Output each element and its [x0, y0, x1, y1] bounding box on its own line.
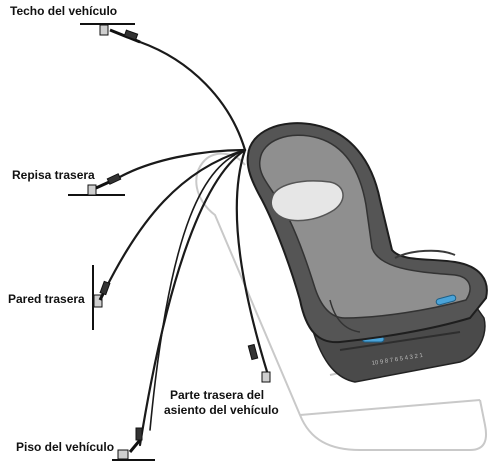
- label-vehicle-roof: Techo del vehículo: [10, 4, 117, 18]
- tether-straps: [105, 42, 268, 445]
- label-vehicle-floor: Piso del vehículo: [16, 440, 114, 454]
- label-seat-back-line2: asiento del vehículo: [164, 403, 279, 417]
- roof-anchor: [80, 24, 140, 42]
- car-seat-shell: [248, 123, 487, 342]
- floor-anchor: [112, 428, 155, 460]
- seat-back-anchor: [248, 344, 270, 382]
- label-seat-back-line1: Parte trasera del: [170, 388, 264, 402]
- label-rear-wall: Pared trasera: [8, 292, 85, 306]
- shelf-tether-hook: [107, 174, 120, 185]
- floor-tether-hook: [136, 428, 142, 440]
- wall-tether-hook: [100, 281, 110, 294]
- seat-back-tether-hook: [248, 344, 257, 359]
- rear-wall-anchor: [93, 265, 110, 330]
- strap-to-roof: [140, 42, 245, 150]
- label-rear-shelf: Repisa trasera: [12, 168, 95, 182]
- roof-tether-hook: [124, 30, 137, 40]
